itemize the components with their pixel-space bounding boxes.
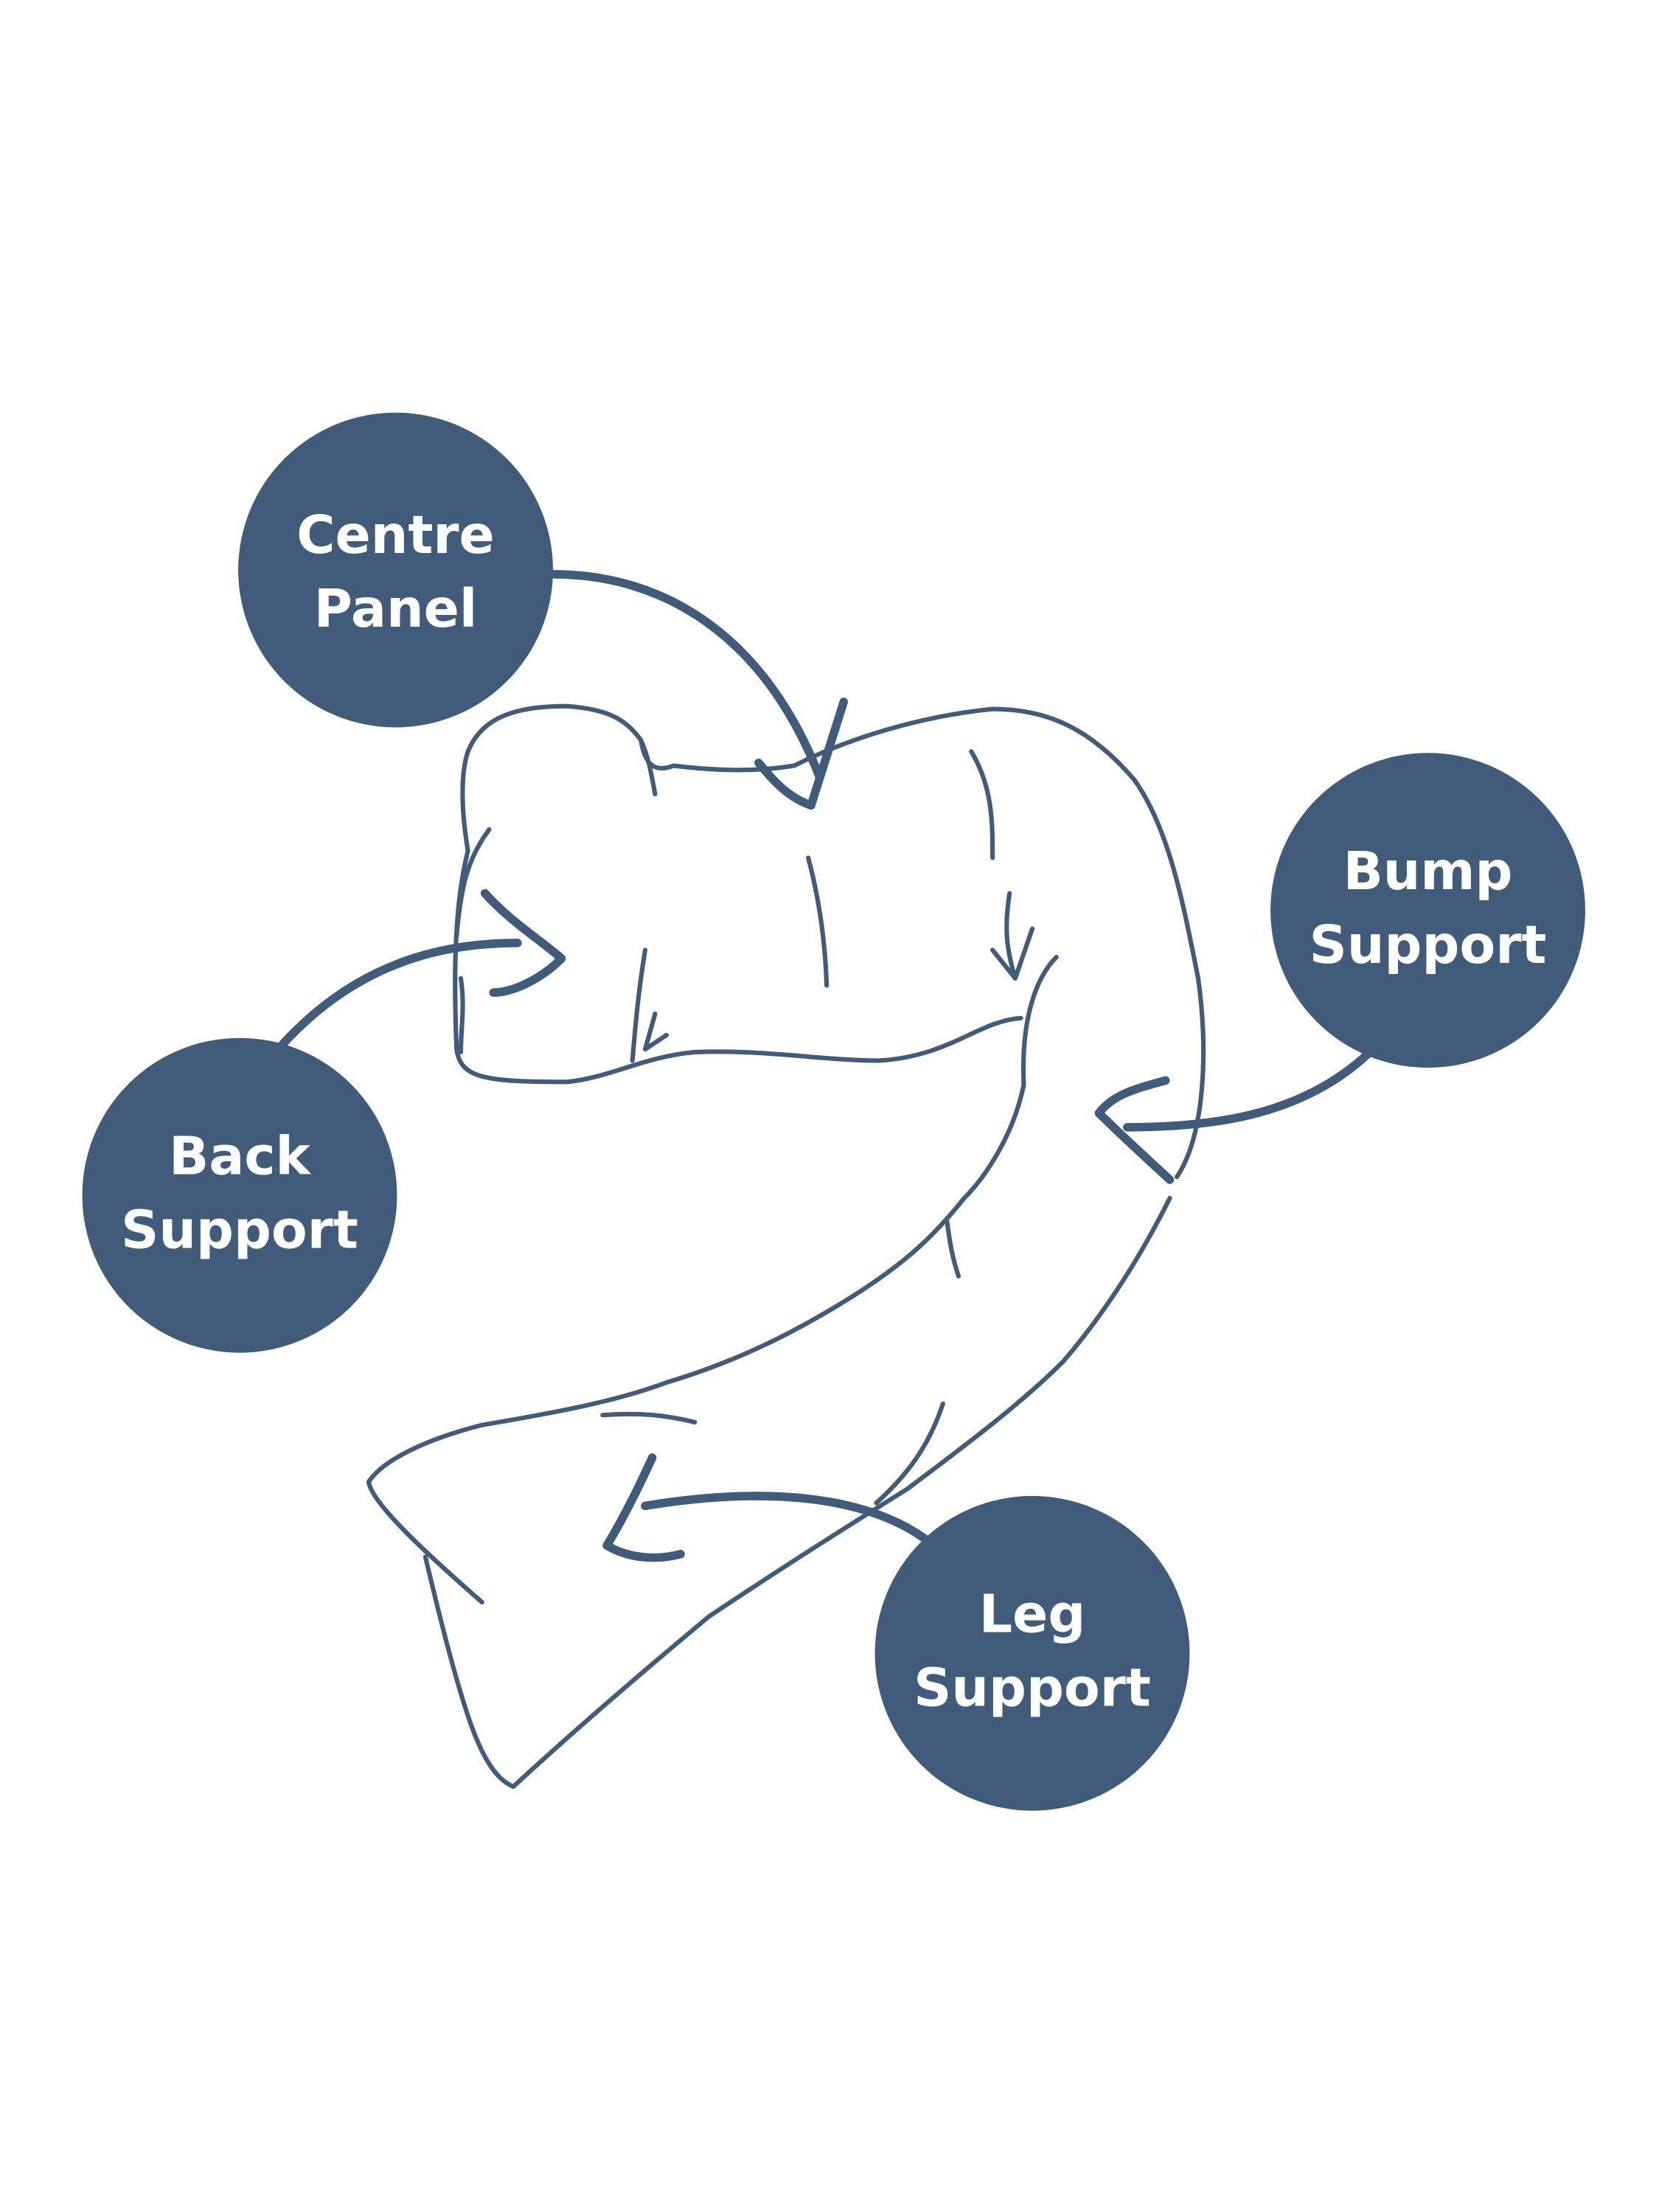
label-back-support: Back Support — [82, 1037, 397, 1353]
label-line: Bump — [1343, 841, 1513, 902]
back-arrow — [276, 939, 522, 1051]
leg-arrow-head — [602, 1453, 685, 1562]
centre-arrow-head — [754, 698, 848, 810]
arrows — [276, 570, 1373, 1562]
back-arrow-head — [480, 888, 566, 997]
bump-arrow-head — [1094, 1076, 1175, 1184]
label-line: Support — [1310, 914, 1547, 975]
label-line: Support — [121, 1199, 358, 1260]
leg-arrow — [641, 1492, 929, 1543]
label-bump-support: Bump Support — [1270, 753, 1585, 1068]
label-line: Leg — [979, 1583, 1086, 1644]
label-centre-panel: Centre Panel — [238, 412, 553, 728]
label-leg-support: Leg Support — [874, 1495, 1190, 1811]
bump-arrow — [1123, 1049, 1373, 1132]
label-line: Panel — [314, 578, 478, 639]
label-line: Centre — [296, 504, 494, 566]
pillow-outline — [366, 703, 1206, 1790]
label-line: Back — [169, 1125, 311, 1186]
centre-arrow — [549, 570, 824, 782]
label-line: Support — [914, 1657, 1151, 1718]
